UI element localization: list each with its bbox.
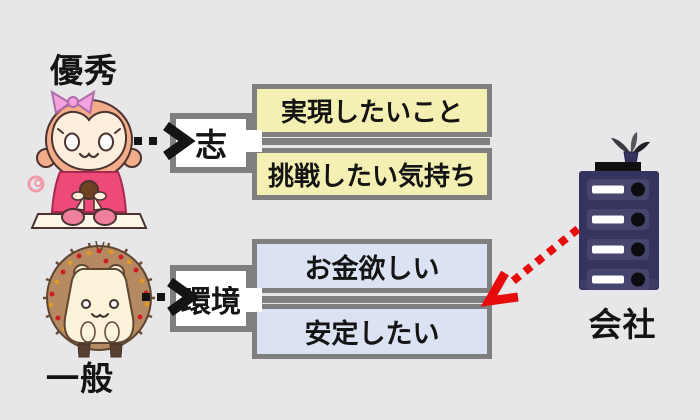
company-server-icon bbox=[579, 132, 659, 290]
environment-item-1-label: お金欲しい bbox=[304, 253, 440, 284]
company-to-environment-arrow-dots bbox=[505, 225, 581, 289]
environment-item-2-label: 安定したい bbox=[304, 319, 440, 349]
excellent-label: 優秀 bbox=[50, 52, 118, 89]
environment-connector-notch bbox=[243, 288, 262, 312]
monkey-character bbox=[27, 90, 148, 229]
environment-connector-bar bbox=[258, 296, 490, 303]
ambition-item-2-label: 挑戦したい気持ち bbox=[267, 160, 476, 191]
ambition-item-2: 挑戦したい気持ち bbox=[252, 148, 492, 200]
environment-item-2: 安定したい bbox=[252, 304, 492, 359]
environment-item-1: お金欲しい bbox=[252, 239, 492, 293]
environment-node-label: 環境 bbox=[181, 285, 241, 319]
ambition-node: 志 bbox=[170, 113, 252, 173]
ordinary-label: 一般 bbox=[46, 360, 114, 397]
ambition-item-1: 実現したいこと bbox=[252, 84, 492, 137]
ambition-connector-notch bbox=[243, 130, 262, 152]
ambition-item-1-label: 実現したいこと bbox=[280, 97, 463, 127]
company-to-environment-arrowhead bbox=[480, 270, 519, 307]
hedgehog-character bbox=[43, 240, 155, 358]
ambition-node-label: 志 bbox=[194, 127, 227, 163]
ambition-connector-bar bbox=[258, 138, 490, 145]
company-label: 会社 bbox=[588, 306, 657, 343]
environment-node: 環境 bbox=[170, 265, 252, 332]
